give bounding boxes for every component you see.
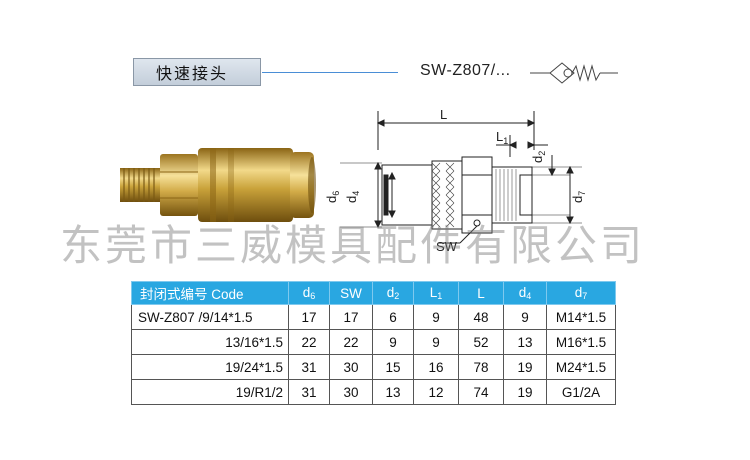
- cell-l1: 16: [413, 354, 459, 380]
- product-title: 快速接头: [156, 66, 229, 83]
- cell-sw: 30: [329, 379, 373, 405]
- product-title-box: 快速接头: [133, 58, 261, 86]
- cell-d6: 31: [288, 354, 330, 380]
- dim-label-SW: SW: [436, 239, 458, 254]
- header-d7: d7: [546, 281, 616, 305]
- cell-d7: G1/2A: [546, 379, 616, 405]
- table-row: 13/16*1.5 22 22 9 9 52 13 M16*1.5: [131, 329, 616, 355]
- cell-d2: 13: [372, 379, 414, 405]
- cell-sw: 30: [329, 354, 373, 380]
- header-d6: d6: [288, 281, 330, 305]
- table-row: SW-Z807 /9/14*1.5 17 17 6 9 48 9 M14*1.5: [131, 304, 616, 330]
- quick-coupling-symbol-icon: [530, 62, 618, 84]
- table-row: 19/24*1.5 31 30 15 16 78 19 M24*1.5: [131, 354, 616, 380]
- cell-code: 13/16*1.5: [131, 329, 289, 355]
- table-row: 19/R1/2 31 30 13 12 74 19 G1/2A: [131, 379, 616, 405]
- header-l: L: [458, 281, 504, 305]
- cell-d2: 15: [372, 354, 414, 380]
- dim-label-d4: d4: [344, 191, 361, 203]
- dim-label-d6: d6: [324, 191, 341, 203]
- cell-d2: 6: [372, 304, 414, 330]
- cell-d7: M24*1.5: [546, 354, 616, 380]
- cell-code: 19/R1/2: [131, 379, 289, 405]
- title-divider-line: [262, 72, 398, 73]
- dim-label-L: L: [440, 107, 447, 122]
- cell-l: 74: [458, 379, 504, 405]
- header-sw: SW: [329, 281, 373, 305]
- cell-l1: 9: [413, 329, 459, 355]
- cell-l1: 9: [413, 304, 459, 330]
- cell-d7: M16*1.5: [546, 329, 616, 355]
- cell-code: SW-Z807 /9/14*1.5: [131, 304, 289, 330]
- header-d2: d2: [372, 281, 414, 305]
- cell-d4: 13: [503, 329, 547, 355]
- cell-d4: 19: [503, 379, 547, 405]
- cell-l: 52: [458, 329, 504, 355]
- header-d4: d4: [503, 281, 547, 305]
- table-header-row: 封闭式编号 Code d6 SW d2 L1 L d4 d7: [131, 281, 616, 305]
- spec-table: 封闭式编号 Code d6 SW d2 L1 L d4 d7 SW-Z807 /…: [131, 281, 616, 405]
- dim-label-d7: d7: [570, 191, 587, 203]
- dim-label-d2: d2: [530, 151, 547, 163]
- cell-code: 19/24*1.5: [131, 354, 289, 380]
- cell-l1: 12: [413, 379, 459, 405]
- technical-drawing: L L1 d2 d6 d4 d7 SW: [324, 107, 587, 254]
- cell-l: 48: [458, 304, 504, 330]
- model-code: SW-Z807/...: [420, 62, 511, 79]
- cell-d6: 17: [288, 304, 330, 330]
- cell-d7: M14*1.5: [546, 304, 616, 330]
- cell-sw: 22: [329, 329, 373, 355]
- cell-l: 78: [458, 354, 504, 380]
- cell-sw: 17: [329, 304, 373, 330]
- header-code: 封闭式编号 Code: [131, 281, 289, 305]
- product-photo: [120, 148, 316, 222]
- header-l1: L1: [413, 281, 459, 305]
- cell-d2: 9: [372, 329, 414, 355]
- cell-d6: 31: [288, 379, 330, 405]
- cell-d4: 19: [503, 354, 547, 380]
- cell-d4: 9: [503, 304, 547, 330]
- dim-label-L1: L1: [496, 129, 508, 146]
- cell-d6: 22: [288, 329, 330, 355]
